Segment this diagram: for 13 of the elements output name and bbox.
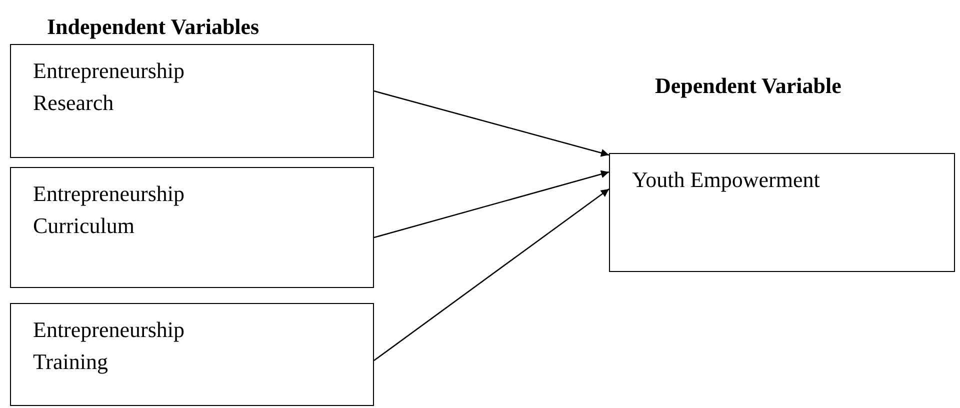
node-text: Entrepreneurship Research xyxy=(33,57,186,117)
variable-box xyxy=(609,153,955,272)
node-text: Entrepreneurship Curriculum xyxy=(33,180,186,240)
variable-box xyxy=(10,303,374,406)
section-heading: Independent Variables xyxy=(47,14,260,40)
section-heading: Dependent Variable xyxy=(655,73,842,99)
node-text: Entrepreneurship Training xyxy=(33,316,186,376)
node-text: Youth Empowerment xyxy=(632,166,821,194)
arrow xyxy=(374,90,610,157)
arrow xyxy=(374,188,610,362)
variable-box xyxy=(10,44,374,158)
variable-box xyxy=(10,167,374,288)
arrow xyxy=(374,170,610,238)
